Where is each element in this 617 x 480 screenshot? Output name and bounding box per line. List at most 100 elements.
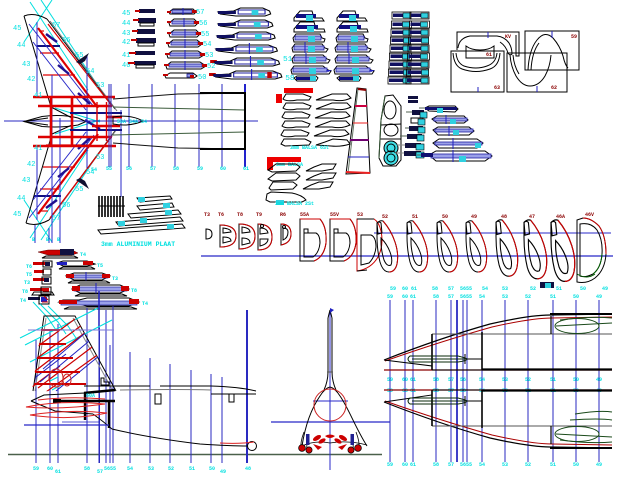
svg-text:T4: T4 <box>80 252 86 258</box>
svg-text:45: 45 <box>13 211 21 219</box>
svg-text:44: 44 <box>122 20 130 28</box>
svg-text:54: 54 <box>479 462 485 468</box>
svg-text:53: 53 <box>502 294 508 300</box>
svg-text:53: 53 <box>502 377 508 383</box>
svg-text:58: 58 <box>433 294 439 300</box>
svg-text:T6: T6 <box>218 212 224 218</box>
svg-text:61: 61 <box>55 469 61 475</box>
svg-text:55A: 55A <box>300 212 309 218</box>
svg-text:59: 59 <box>387 377 393 383</box>
svg-text:49: 49 <box>220 469 226 475</box>
svg-text:55: 55 <box>75 52 83 60</box>
svg-text:53: 53 <box>357 212 363 218</box>
svg-text:48: 48 <box>501 214 507 220</box>
svg-text:53: 53 <box>96 154 104 162</box>
svg-text:56: 56 <box>62 37 70 45</box>
svg-text:54: 54 <box>86 169 94 177</box>
svg-text:60: 60 <box>402 294 408 300</box>
svg-text:T8: T8 <box>237 212 243 218</box>
svg-text:KV: KV <box>505 34 511 40</box>
svg-text:58: 58 <box>173 166 179 172</box>
svg-text:43: 43 <box>122 30 130 38</box>
svg-text:59: 59 <box>387 388 393 394</box>
svg-text:54: 54 <box>91 167 97 173</box>
svg-text:60: 60 <box>402 377 408 383</box>
svg-text:56: 56 <box>199 20 207 28</box>
svg-text:58: 58 <box>433 377 439 383</box>
svg-text:B: B <box>46 237 49 243</box>
svg-text:57: 57 <box>448 388 454 394</box>
svg-text:49: 49 <box>596 294 602 300</box>
svg-text:54: 54 <box>203 41 211 49</box>
svg-text:58: 58 <box>432 286 438 292</box>
svg-text:T3: T3 <box>112 276 118 282</box>
svg-text:58: 58 <box>84 466 90 472</box>
svg-text:54: 54 <box>127 466 133 472</box>
svg-text:51: 51 <box>412 214 418 220</box>
svg-text:3mm BALSA 2St: 3mm BALSA 2St <box>275 201 314 207</box>
svg-text:58: 58 <box>285 75 294 83</box>
svg-text:60: 60 <box>402 462 408 468</box>
svg-text:51: 51 <box>550 377 556 383</box>
svg-text:50: 50 <box>573 294 579 300</box>
svg-text:52: 52 <box>525 462 531 468</box>
svg-text:49: 49 <box>596 462 602 468</box>
svg-text:T8: T8 <box>131 288 137 294</box>
svg-text:53: 53 <box>502 286 508 292</box>
svg-text:T3: T3 <box>24 280 30 286</box>
svg-text:40: 40 <box>122 62 130 70</box>
svg-text:59: 59 <box>197 166 203 172</box>
svg-text:3mm BALSA 6St: 3mm BALSA 6St <box>290 145 329 151</box>
svg-text:58: 58 <box>433 462 439 468</box>
svg-text:T3: T3 <box>204 212 210 218</box>
svg-text:54: 54 <box>86 68 94 76</box>
svg-text:41: 41 <box>34 92 42 100</box>
svg-text:50: 50 <box>573 462 579 468</box>
svg-text:56: 56 <box>460 388 466 394</box>
svg-text:61: 61 <box>410 462 416 468</box>
svg-text:52: 52 <box>525 377 531 383</box>
svg-text:T5: T5 <box>97 263 103 269</box>
svg-text:5655: 5655 <box>104 466 116 472</box>
svg-text:42: 42 <box>27 161 35 169</box>
svg-text:5655: 5655 <box>460 286 472 292</box>
svg-text:50: 50 <box>209 466 215 472</box>
svg-text:51: 51 <box>550 294 556 300</box>
svg-text:50A 54A 54: 50A 54A 54 <box>117 119 147 125</box>
svg-text:55: 55 <box>75 186 83 194</box>
svg-text:5655: 5655 <box>460 294 472 300</box>
svg-text:56: 56 <box>460 377 466 383</box>
svg-text:61: 61 <box>410 377 416 383</box>
svg-text:41: 41 <box>34 145 42 153</box>
svg-text:57: 57 <box>448 377 454 383</box>
svg-text:3mm BALSA: 3mm BALSA <box>276 162 303 168</box>
svg-text:51: 51 <box>283 56 293 64</box>
svg-text:48: 48 <box>245 466 251 472</box>
svg-text:T4: T4 <box>142 301 148 307</box>
svg-text:61: 61 <box>486 52 492 58</box>
svg-text:51: 51 <box>550 462 556 468</box>
svg-text:50: 50 <box>442 214 448 220</box>
svg-text:54: 54 <box>479 377 485 383</box>
svg-text:62: 62 <box>551 85 557 91</box>
svg-text:52: 52 <box>382 214 388 220</box>
svg-text:T8: T8 <box>22 289 28 295</box>
svg-text:53: 53 <box>502 462 508 468</box>
svg-text:59: 59 <box>387 462 393 468</box>
svg-text:61: 61 <box>410 388 416 394</box>
svg-text:T5: T5 <box>26 272 32 278</box>
svg-text:59: 59 <box>390 286 396 292</box>
svg-text:55V: 55V <box>330 212 339 218</box>
svg-text:3mm ALUMINIUM PLAAT: 3mm ALUMINIUM PLAAT <box>101 241 175 248</box>
svg-text:44: 44 <box>17 42 25 50</box>
svg-text:49: 49 <box>602 286 608 292</box>
svg-text:57: 57 <box>150 166 156 172</box>
svg-text:55: 55 <box>106 166 112 172</box>
svg-text:51: 51 <box>556 286 562 292</box>
svg-text:60: 60 <box>47 466 53 472</box>
svg-text:59: 59 <box>571 34 577 40</box>
svg-text:42: 42 <box>122 39 130 47</box>
svg-text:47: 47 <box>529 214 535 220</box>
svg-text:49: 49 <box>596 377 602 383</box>
svg-text:T9: T9 <box>256 212 262 218</box>
